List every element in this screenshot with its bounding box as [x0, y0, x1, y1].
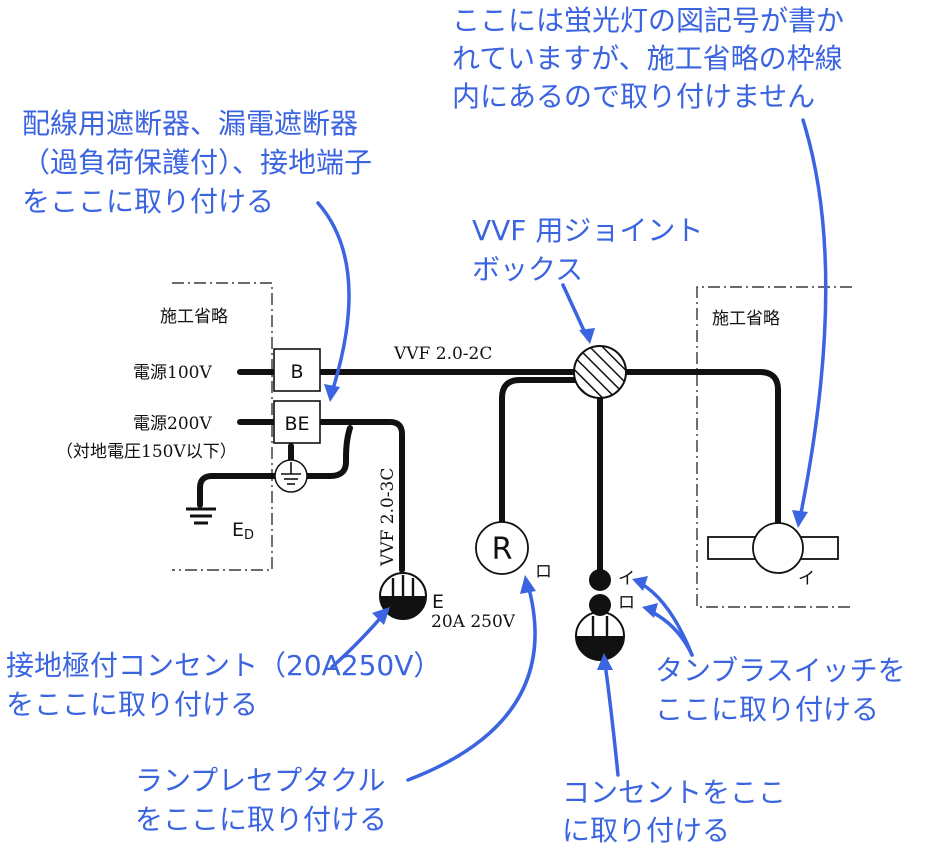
breaker-be-label: BE — [284, 413, 309, 435]
tumbler-switch-i-icon — [589, 569, 611, 591]
svg-text:VVF 用ジョイント: VVF 用ジョイント — [472, 214, 703, 247]
svg-text:ランプレセプタクル: ランプレセプタクル — [135, 764, 385, 797]
svg-text:接地極付コンセント（20A250V）: 接地極付コンセント（20A250V） — [6, 649, 441, 682]
outlet-e-mark: E — [432, 591, 444, 613]
right-area-label: 施工省略 — [712, 309, 780, 329]
svg-text:ボックス: ボックス — [472, 253, 583, 286]
fluorescent-note: ここには蛍光灯の図記号が書か れていますが、施工省略の枠線 内にあるので取り付け… — [452, 4, 844, 113]
svg-text:をここに取り付ける: をここに取り付ける — [6, 688, 258, 721]
joint-box-icon — [573, 345, 627, 399]
svg-text:をここに取り付ける: をここに取り付ける — [135, 803, 387, 836]
tumbler-switch-note: タンブラスイッチを ここに取り付ける — [655, 654, 906, 726]
svg-text:れていますが、施工省略の枠線: れていますが、施工省略の枠線 — [452, 42, 843, 75]
cable-top-label: VVF 2.0-2C — [393, 344, 492, 364]
power-200v-label: 電源200V — [133, 414, 212, 434]
svg-text:配線用遮断器、漏電遮断器: 配線用遮断器、漏電遮断器 — [22, 107, 358, 140]
ground-symbol — [186, 507, 216, 525]
svg-text:ここには蛍光灯の図記号が書か: ここには蛍光灯の図記号が書か — [452, 4, 844, 37]
fluorescent-lamp-icon — [707, 522, 839, 574]
breaker-b-box — [273, 348, 321, 392]
ground-ed-label: ED — [232, 519, 254, 543]
svg-text:コンセントをここ: コンセントをここ — [562, 776, 786, 809]
switch-mark-ro: ロ — [618, 593, 635, 613]
svg-text:に取り付ける: に取り付ける — [562, 814, 730, 847]
grounded-outlet-icon — [379, 572, 427, 620]
power-100v-label: 電源100V — [133, 363, 212, 383]
ground-outlet-note: 接地極付コンセント（20A250V） をここに取り付ける — [6, 649, 441, 721]
lamp-receptacle-icon — [475, 521, 529, 575]
lamp-receptacle-note: ランプレセプタクル をここに取り付ける — [135, 764, 387, 836]
wiring-lines — [197, 369, 781, 581]
lamp-mark: イ — [798, 569, 815, 589]
right-omitted-boundary — [696, 286, 852, 608]
svg-text:（過負荷保護付）、接地端子: （過負荷保護付）、接地端子 — [22, 146, 372, 179]
breaker-b-label: B — [290, 361, 303, 383]
breaker-be-box — [273, 400, 321, 444]
switch-mark-i: イ — [618, 569, 635, 589]
breaker-note: 配線用遮断器、漏電遮断器 （過負荷保護付）、接地端子 をここに取り付ける — [22, 107, 372, 218]
outlet-e-rating: 20A 250V — [431, 612, 516, 632]
annotation-arrows — [316, 118, 828, 782]
outlet-note: コンセントをここ に取り付ける — [562, 776, 786, 847]
receptacle-mark: ロ — [535, 562, 552, 582]
tumbler-switch-ro-icon — [589, 594, 611, 616]
svg-text:タンブラスイッチを: タンブラスイッチを — [655, 654, 906, 687]
receptacle-r-label: R — [492, 532, 513, 567]
svg-text:ここに取り付ける: ここに取り付ける — [655, 693, 879, 726]
grounding-terminal-icon — [274, 459, 308, 493]
outlet-icon — [575, 611, 625, 661]
svg-text:内にあるので取り付けません: 内にあるので取り付けません — [452, 80, 815, 113]
annotation-arrowheads — [324, 328, 808, 670]
cable-vertical-label: VVF 2.0-3C — [378, 468, 398, 567]
svg-text:をここに取り付ける: をここに取り付ける — [22, 185, 274, 218]
joint-box-note: VVF 用ジョイント ボックス — [472, 214, 703, 286]
left-area-label: 施工省略 — [160, 307, 228, 327]
ground-voltage-note: （対地電圧150V以下） — [56, 442, 237, 462]
left-omitted-boundary — [172, 282, 273, 571]
